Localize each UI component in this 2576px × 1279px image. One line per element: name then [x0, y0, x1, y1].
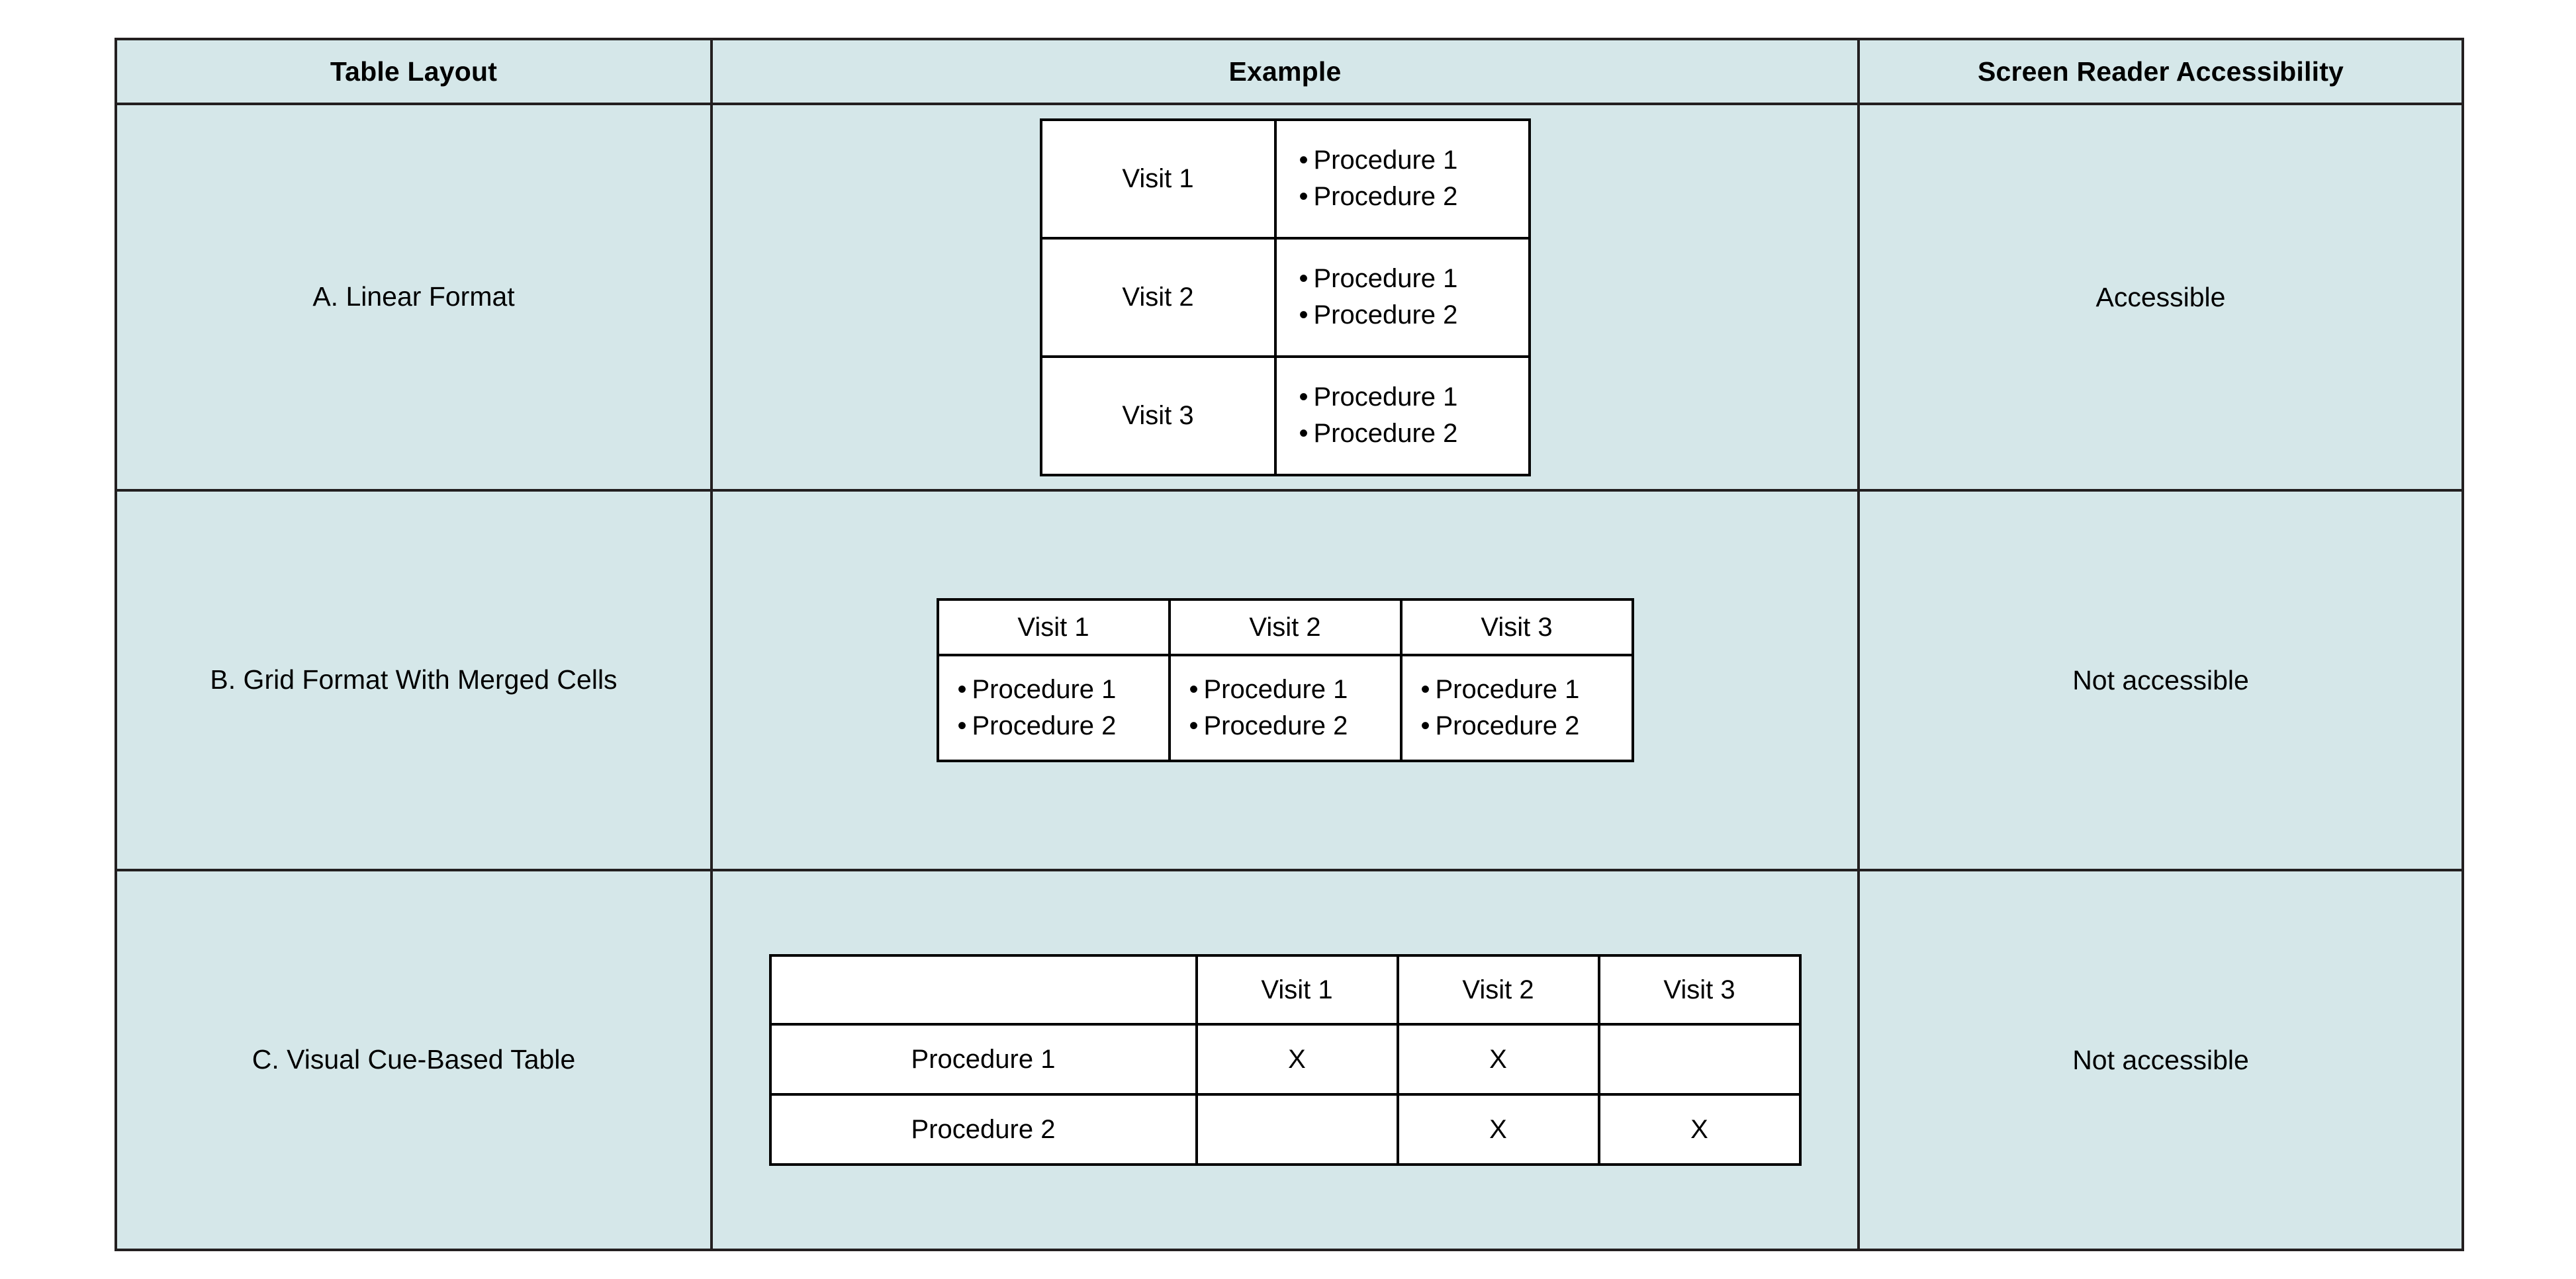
bullet-icon: • — [1299, 182, 1309, 211]
example-wrap-linear: Visit 1 •Procedure 1 •Procedure 2 Visit … — [713, 105, 1857, 489]
table-row-grid-format: B. Grid Format With Merged Cells Visit 1… — [115, 489, 2464, 871]
bullet-icon: • — [1189, 674, 1199, 704]
mark-procedure-2-visit-1 — [1195, 1093, 1399, 1166]
demo-table-visual-cue: Visit 1 Visit 2 Visit 3 Procedure 1 X X — [768, 954, 1802, 1166]
visit-header-3: Visit 3 — [1597, 954, 1802, 1026]
list-item-label: Procedure 2 — [1203, 711, 1348, 740]
bullet-icon: • — [957, 711, 967, 740]
list-item-label: Procedure 2 — [1435, 711, 1580, 740]
list-item-label: Procedure 1 — [1313, 382, 1458, 412]
list-item: •Procedure 1 — [958, 672, 1168, 708]
row-header-procedure-1: Procedure 1 — [768, 1023, 1198, 1096]
list-item: •Procedure 2 — [1299, 179, 1528, 215]
visit-header-2: Visit 2 — [1396, 954, 1600, 1026]
example-wrap-cue: Visit 1 Visit 2 Visit 3 Procedure 1 X X — [713, 871, 1857, 1249]
visit-label-1: Visit 1 — [1039, 118, 1277, 240]
mark-procedure-1-visit-1: X — [1195, 1023, 1399, 1096]
visit-header-2: Visit 2 — [1168, 598, 1403, 656]
bullet-icon: • — [1299, 419, 1309, 448]
comparison-table: Table Layout Example Screen Reader Acces… — [115, 38, 2464, 1251]
list-item-label: Procedure 2 — [1313, 300, 1458, 330]
bullet-icon: • — [1299, 263, 1309, 293]
table-row-visual-cue: C. Visual Cue-Based Table Visit 1 Visit … — [115, 869, 2464, 1251]
list-item: •Procedure 1 — [1299, 379, 1528, 416]
row-label-grid-format: B. Grid Format With Merged Cells — [115, 489, 713, 871]
list-item: •Procedure 1 — [1299, 261, 1528, 297]
column-header-example: Example — [710, 38, 1860, 105]
visit-header-3: Visit 3 — [1399, 598, 1634, 656]
mark-procedure-2-visit-2: X — [1396, 1093, 1600, 1166]
table-row: Procedure 2 X X — [768, 1093, 1802, 1166]
table-row: Visit 1 Visit 2 Visit 3 — [936, 598, 1634, 656]
list-item-label: Procedure 2 — [1313, 419, 1458, 448]
accessibility-status-grid-format: Not accessible — [1857, 489, 2464, 871]
table-row: Visit 1 Visit 2 Visit 3 — [768, 954, 1802, 1026]
bullet-icon: • — [1420, 711, 1430, 740]
example-wrap-grid: Visit 1 Visit 2 Visit 3 •Procedure 1 •Pr… — [713, 492, 1857, 869]
table-row: Visit 1 •Procedure 1 •Procedure 2 — [1039, 118, 1531, 240]
mark-procedure-2-visit-3: X — [1597, 1093, 1802, 1166]
table-row: •Procedure 1 •Procedure 2 •Procedure 1 •… — [936, 654, 1634, 762]
corner-cell — [768, 954, 1198, 1026]
row-label-visual-cue: C. Visual Cue-Based Table — [115, 869, 713, 1251]
example-cell-grid-format: Visit 1 Visit 2 Visit 3 •Procedure 1 •Pr… — [710, 489, 1860, 871]
visit-label-3: Visit 3 — [1039, 355, 1277, 476]
list-item-label: Procedure 1 — [972, 674, 1117, 704]
list-item-label: Procedure 1 — [1203, 674, 1348, 704]
procedure-list-visit-3: •Procedure 1 •Procedure 2 — [1399, 654, 1634, 762]
mark-procedure-1-visit-2: X — [1396, 1023, 1600, 1096]
list-item: •Procedure 2 — [1299, 416, 1528, 452]
table-row: Procedure 1 X X — [768, 1023, 1802, 1096]
procedure-list-visit-1: •Procedure 1 •Procedure 2 — [1273, 118, 1531, 240]
table-row: Visit 2 •Procedure 1 •Procedure 2 — [1039, 236, 1531, 358]
accessibility-status-visual-cue: Not accessible — [1857, 869, 2464, 1251]
example-cell-visual-cue: Visit 1 Visit 2 Visit 3 Procedure 1 X X — [710, 869, 1860, 1251]
list-item: •Procedure 1 — [1189, 672, 1400, 708]
bullet-icon: • — [1299, 145, 1309, 175]
bullet-icon: • — [1420, 674, 1430, 704]
list-item: •Procedure 2 — [1189, 708, 1400, 744]
column-header-table-layout: Table Layout — [115, 38, 713, 105]
accessibility-status-linear-format: Accessible — [1857, 103, 2464, 492]
table-header-row: Table Layout Example Screen Reader Acces… — [115, 38, 2464, 105]
list-item: •Procedure 2 — [958, 708, 1168, 744]
visit-header-1: Visit 1 — [1195, 954, 1399, 1026]
mark-procedure-1-visit-3 — [1597, 1023, 1802, 1096]
bullet-icon: • — [957, 674, 967, 704]
procedure-list-visit-2: •Procedure 1 •Procedure 2 — [1168, 654, 1403, 762]
list-item-label: Procedure 1 — [1313, 263, 1458, 293]
procedure-list-visit-1: •Procedure 1 •Procedure 2 — [936, 654, 1171, 762]
visit-header-1: Visit 1 — [936, 598, 1171, 656]
list-item-label: Procedure 1 — [1435, 674, 1580, 704]
list-item-label: Procedure 2 — [1313, 182, 1458, 211]
demo-table-grid-format: Visit 1 Visit 2 Visit 3 •Procedure 1 •Pr… — [936, 598, 1634, 762]
example-cell-linear-format: Visit 1 •Procedure 1 •Procedure 2 Visit … — [710, 103, 1860, 492]
row-header-procedure-2: Procedure 2 — [768, 1093, 1198, 1166]
list-item-label: Procedure 1 — [1313, 145, 1458, 175]
table-row: Visit 3 •Procedure 1 •Procedure 2 — [1039, 355, 1531, 476]
procedure-list-visit-3: •Procedure 1 •Procedure 2 — [1273, 355, 1531, 476]
column-header-screen-reader-accessibility: Screen Reader Accessibility — [1857, 38, 2464, 105]
procedure-list-visit-2: •Procedure 1 •Procedure 2 — [1273, 236, 1531, 358]
list-item: •Procedure 2 — [1421, 708, 1632, 744]
visit-label-2: Visit 2 — [1039, 236, 1277, 358]
list-item: •Procedure 1 — [1421, 672, 1632, 708]
list-item: •Procedure 1 — [1299, 142, 1528, 179]
list-item: •Procedure 2 — [1299, 297, 1528, 333]
demo-table-linear-format: Visit 1 •Procedure 1 •Procedure 2 Visit … — [1039, 118, 1531, 476]
list-item-label: Procedure 2 — [972, 711, 1117, 740]
bullet-icon: • — [1299, 300, 1309, 330]
table-row-linear-format: A. Linear Format Visit 1 •Procedure 1 •P… — [115, 103, 2464, 492]
bullet-icon: • — [1189, 711, 1199, 740]
row-label-linear-format: A. Linear Format — [115, 103, 713, 492]
bullet-icon: • — [1299, 382, 1309, 412]
